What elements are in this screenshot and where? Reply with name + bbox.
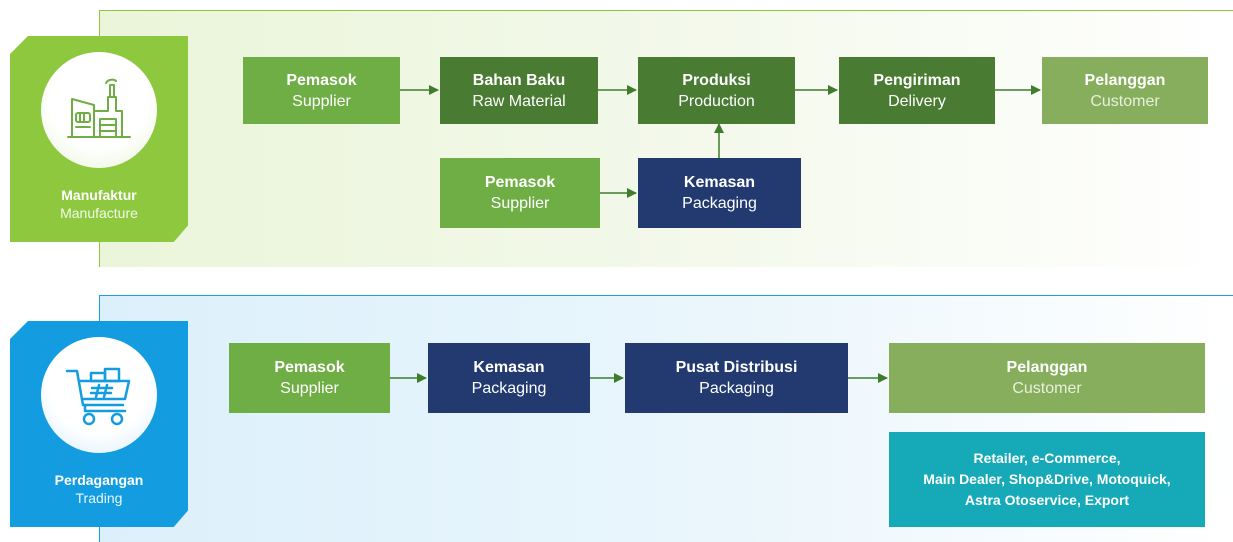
- box-label: Packaging: [471, 380, 547, 397]
- box-label-bold: Pengiriman: [873, 71, 961, 89]
- delivery-box: Pengiriman Delivery: [839, 57, 995, 124]
- trading-tag: Perdagangan Trading: [10, 321, 188, 527]
- trading-customer-box: Pelanggan Customer: [889, 343, 1205, 413]
- manufacture-customer-box: Pelanggan Customer: [1042, 57, 1208, 124]
- box-label: Supplier: [490, 195, 550, 212]
- box-label: Supplier: [280, 380, 339, 397]
- box-label: Packaging: [699, 380, 774, 397]
- manufacture-subtitle: Manufacture: [60, 205, 138, 221]
- channel-line: Astra Otoservice, Export: [964, 492, 1130, 508]
- manufacture-supplier-box: Pemasok Supplier: [243, 57, 400, 124]
- box-label-bold: Pemasok: [484, 174, 556, 191]
- manufacture-title: Manufaktur: [61, 187, 137, 203]
- box-label-bold: Bahan Baku: [472, 71, 566, 89]
- box-label-bold: Produksi: [682, 71, 751, 89]
- shopping-cart-icon: [65, 367, 131, 426]
- box-label-bold: Pelanggan: [1006, 359, 1088, 376]
- trading-packaging-box: Kemasan Packaging: [428, 343, 590, 413]
- raw-material-box: Bahan Baku Raw Material: [440, 57, 598, 124]
- box-label: Delivery: [888, 92, 946, 110]
- channel-line: Retailer, e-Commerce,: [973, 450, 1121, 466]
- production-box: Produksi Production: [638, 57, 795, 124]
- trading-supplier-box: Pemasok Supplier: [229, 343, 390, 413]
- box-label-bold: Pusat Distribusi: [675, 359, 798, 376]
- channel-line: Main Dealer, Shop&Drive, Motoquick,: [923, 471, 1171, 487]
- factory-icon-badge: [41, 52, 157, 168]
- box-label: Packaging: [682, 195, 757, 212]
- box-label-bold: Pelanggan: [1084, 71, 1166, 89]
- box-label: Customer: [1012, 380, 1082, 397]
- distribution-center-box: Pusat Distribusi Packaging: [625, 343, 848, 413]
- box-label-bold: Kemasan: [473, 359, 545, 376]
- box-label: Raw Material: [472, 92, 566, 110]
- factory-icon: [67, 78, 131, 138]
- manufacture-packaging-box: Kemasan Packaging: [638, 158, 801, 228]
- box-label-bold: Pemasok: [274, 359, 345, 376]
- customer-channels-box: Retailer, e-Commerce, Main Dealer, Shop&…: [889, 432, 1205, 527]
- box-label: Supplier: [292, 92, 351, 110]
- box-label-bold: Kemasan: [683, 174, 756, 191]
- box-label: Customer: [1090, 92, 1160, 110]
- trading-title: Perdagangan: [54, 472, 144, 488]
- box-label-bold: Pemasok: [286, 71, 357, 89]
- manufacture-tag: Manufaktur Manufacture: [10, 36, 188, 242]
- packaging-supplier-box: Pemasok Supplier: [440, 158, 600, 228]
- trading-subtitle: Trading: [75, 490, 123, 506]
- box-label: Production: [678, 92, 755, 110]
- cart-icon-badge: [41, 337, 157, 453]
